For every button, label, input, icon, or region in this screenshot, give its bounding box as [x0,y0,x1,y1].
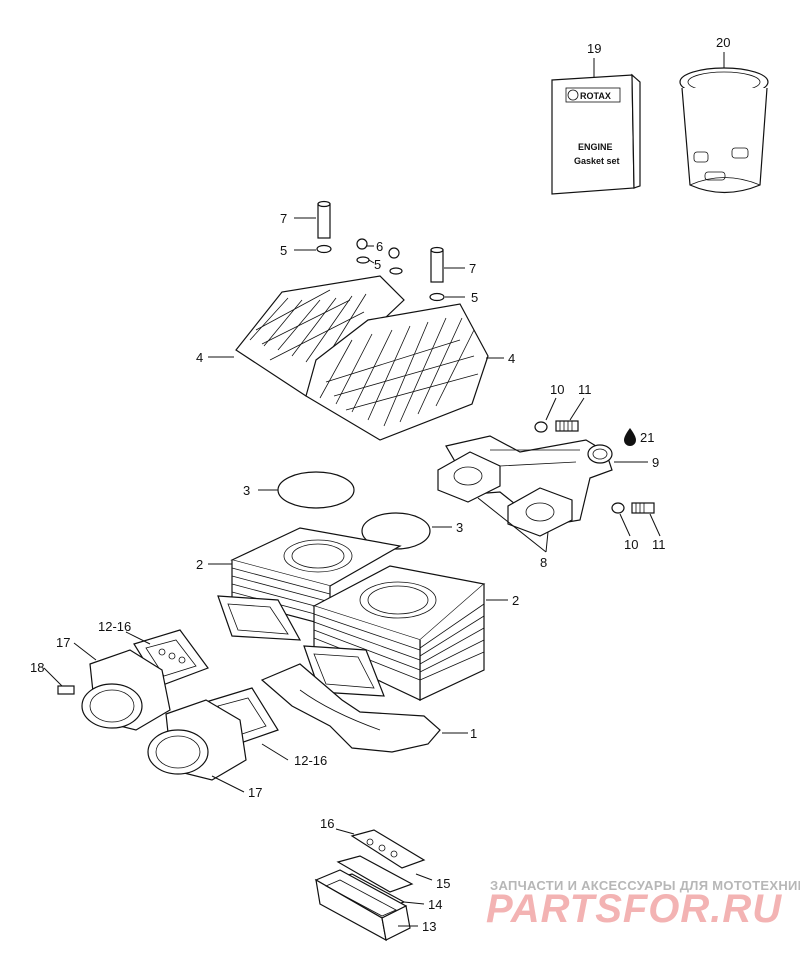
reed-block-13 [314,869,411,942]
washer-10a [534,421,548,433]
callout-7b: 7 [469,261,476,276]
bolt-11b [631,502,655,514]
callout-11a: 11 [578,382,592,397]
head-gasket-right [361,512,431,550]
cylinder-sleeve [679,67,769,194]
callout-20: 20 [716,35,730,50]
callout-17b: 17 [248,785,262,800]
callout-4b: 4 [508,351,515,366]
callout-9: 9 [652,455,659,470]
intake-flange-bottom [147,699,247,781]
callout-2b: 2 [512,593,519,608]
callout-6: 6 [376,239,383,254]
cylinder-head-left [235,275,405,397]
box-brand: ROTAX [580,91,611,101]
head-gasket-left [277,471,355,509]
exhaust-gaskets [437,451,573,537]
stud-spacer-left [316,200,332,254]
box-line2: Gasket set [574,156,620,166]
callout-13: 13 [422,919,436,934]
callout-12-16b: 12-16 [294,753,327,768]
cylinder-head-right [305,303,489,441]
callout-5b: 5 [374,257,381,272]
callout-5c: 5 [471,290,478,305]
callout-3b: 3 [456,520,463,535]
watermark-logo: PARTSFOR.RU [486,887,782,931]
callout-3a: 3 [243,483,250,498]
bolt-18 [57,685,75,695]
base-gasket [260,663,441,753]
callout-14: 14 [428,897,442,912]
callout-10b: 10 [624,537,638,552]
callout-16: 16 [320,816,334,831]
washer-10b [611,502,625,514]
callout-8: 8 [540,555,547,570]
intake-port-left [217,595,302,641]
cylinder-left [230,527,402,627]
reed-stopper-16 [350,829,426,869]
callout-11b: 11 [652,537,666,552]
callout-17a: 17 [56,635,70,650]
callout-1: 1 [470,726,477,741]
bolt-11a [555,420,579,432]
callout-12-16a: 12-16 [98,619,131,634]
callout-2a: 2 [196,557,203,572]
stud-spacer-right [429,246,445,302]
nuts-and-washers [356,238,403,275]
callout-15: 15 [436,876,450,891]
reed-petal-15 [336,855,414,893]
watermark-tagline: ЗАПЧАСТИ И АКСЕССУАРЫ ДЛЯ МОТОТЕХНИКИ [490,878,800,893]
callout-7a: 7 [280,211,287,226]
callout-10a: 10 [550,382,564,397]
intake-flange-top [81,649,171,731]
box-line1: ENGINE [578,142,613,152]
callout-4a: 4 [196,350,203,365]
sealant-drop-icon [624,428,636,446]
gasket-set-box: ROTAX ENGINE Gasket set [551,73,641,195]
callout-19: 19 [587,41,601,56]
callout-21: 21 [640,430,654,445]
callout-18: 18 [30,660,44,675]
callout-5a: 5 [280,243,287,258]
